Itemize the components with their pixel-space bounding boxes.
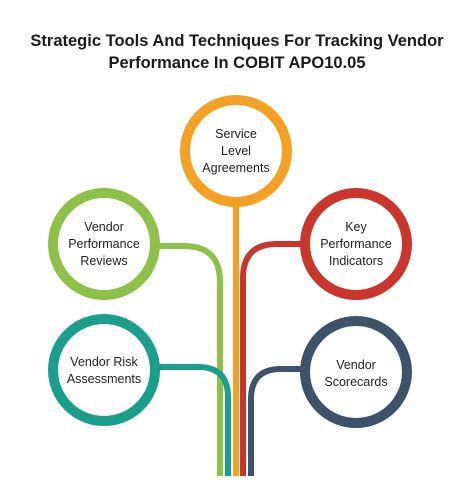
- diagram-title: Strategic Tools And Techniques For Track…: [0, 30, 474, 74]
- node-risk-label: Vendor Risk Assessments: [49, 354, 159, 388]
- node-kpi-label: Key Performance Indicators: [301, 219, 411, 270]
- kpi-line-2: Performance: [320, 237, 392, 251]
- risk-line-1: Vendor Risk: [70, 355, 138, 369]
- reviews-line-2: Performance: [68, 237, 140, 251]
- node-scorecards-label: Vendor Scorecards: [301, 357, 411, 391]
- circle-sla: [180, 95, 292, 207]
- circle-reviews: [48, 188, 160, 300]
- title-line-2: Performance In COBIT APO10.05: [108, 54, 366, 72]
- stem-kpi: [240, 241, 305, 476]
- stem-risk: [148, 364, 231, 476]
- node-sla-label: Service Level Agreements: [181, 126, 291, 177]
- sla-line-2: Level: [221, 144, 251, 158]
- scorecards-line-2: Scorecards: [324, 375, 388, 389]
- reviews-line-3: Reviews: [80, 254, 128, 268]
- title-line-1: Strategic Tools And Techniques For Track…: [30, 32, 444, 50]
- reviews-line-1: Vendor: [84, 220, 124, 234]
- circle-risk: [48, 314, 160, 426]
- scorecards-line-1: Vendor: [336, 358, 376, 372]
- kpi-line-1: Key: [345, 220, 367, 234]
- kpi-line-3: Indicators: [328, 254, 384, 268]
- risk-line-2: Assessments: [66, 372, 142, 386]
- sla-line-3: Agreements: [202, 161, 270, 175]
- circle-scorecards: [300, 316, 412, 428]
- sla-line-1: Service: [215, 127, 257, 141]
- circle-kpi: [300, 188, 412, 300]
- stem-scorecards: [248, 366, 308, 476]
- stem-reviews: [151, 243, 223, 476]
- node-reviews-label: Vendor Performance Reviews: [49, 219, 159, 270]
